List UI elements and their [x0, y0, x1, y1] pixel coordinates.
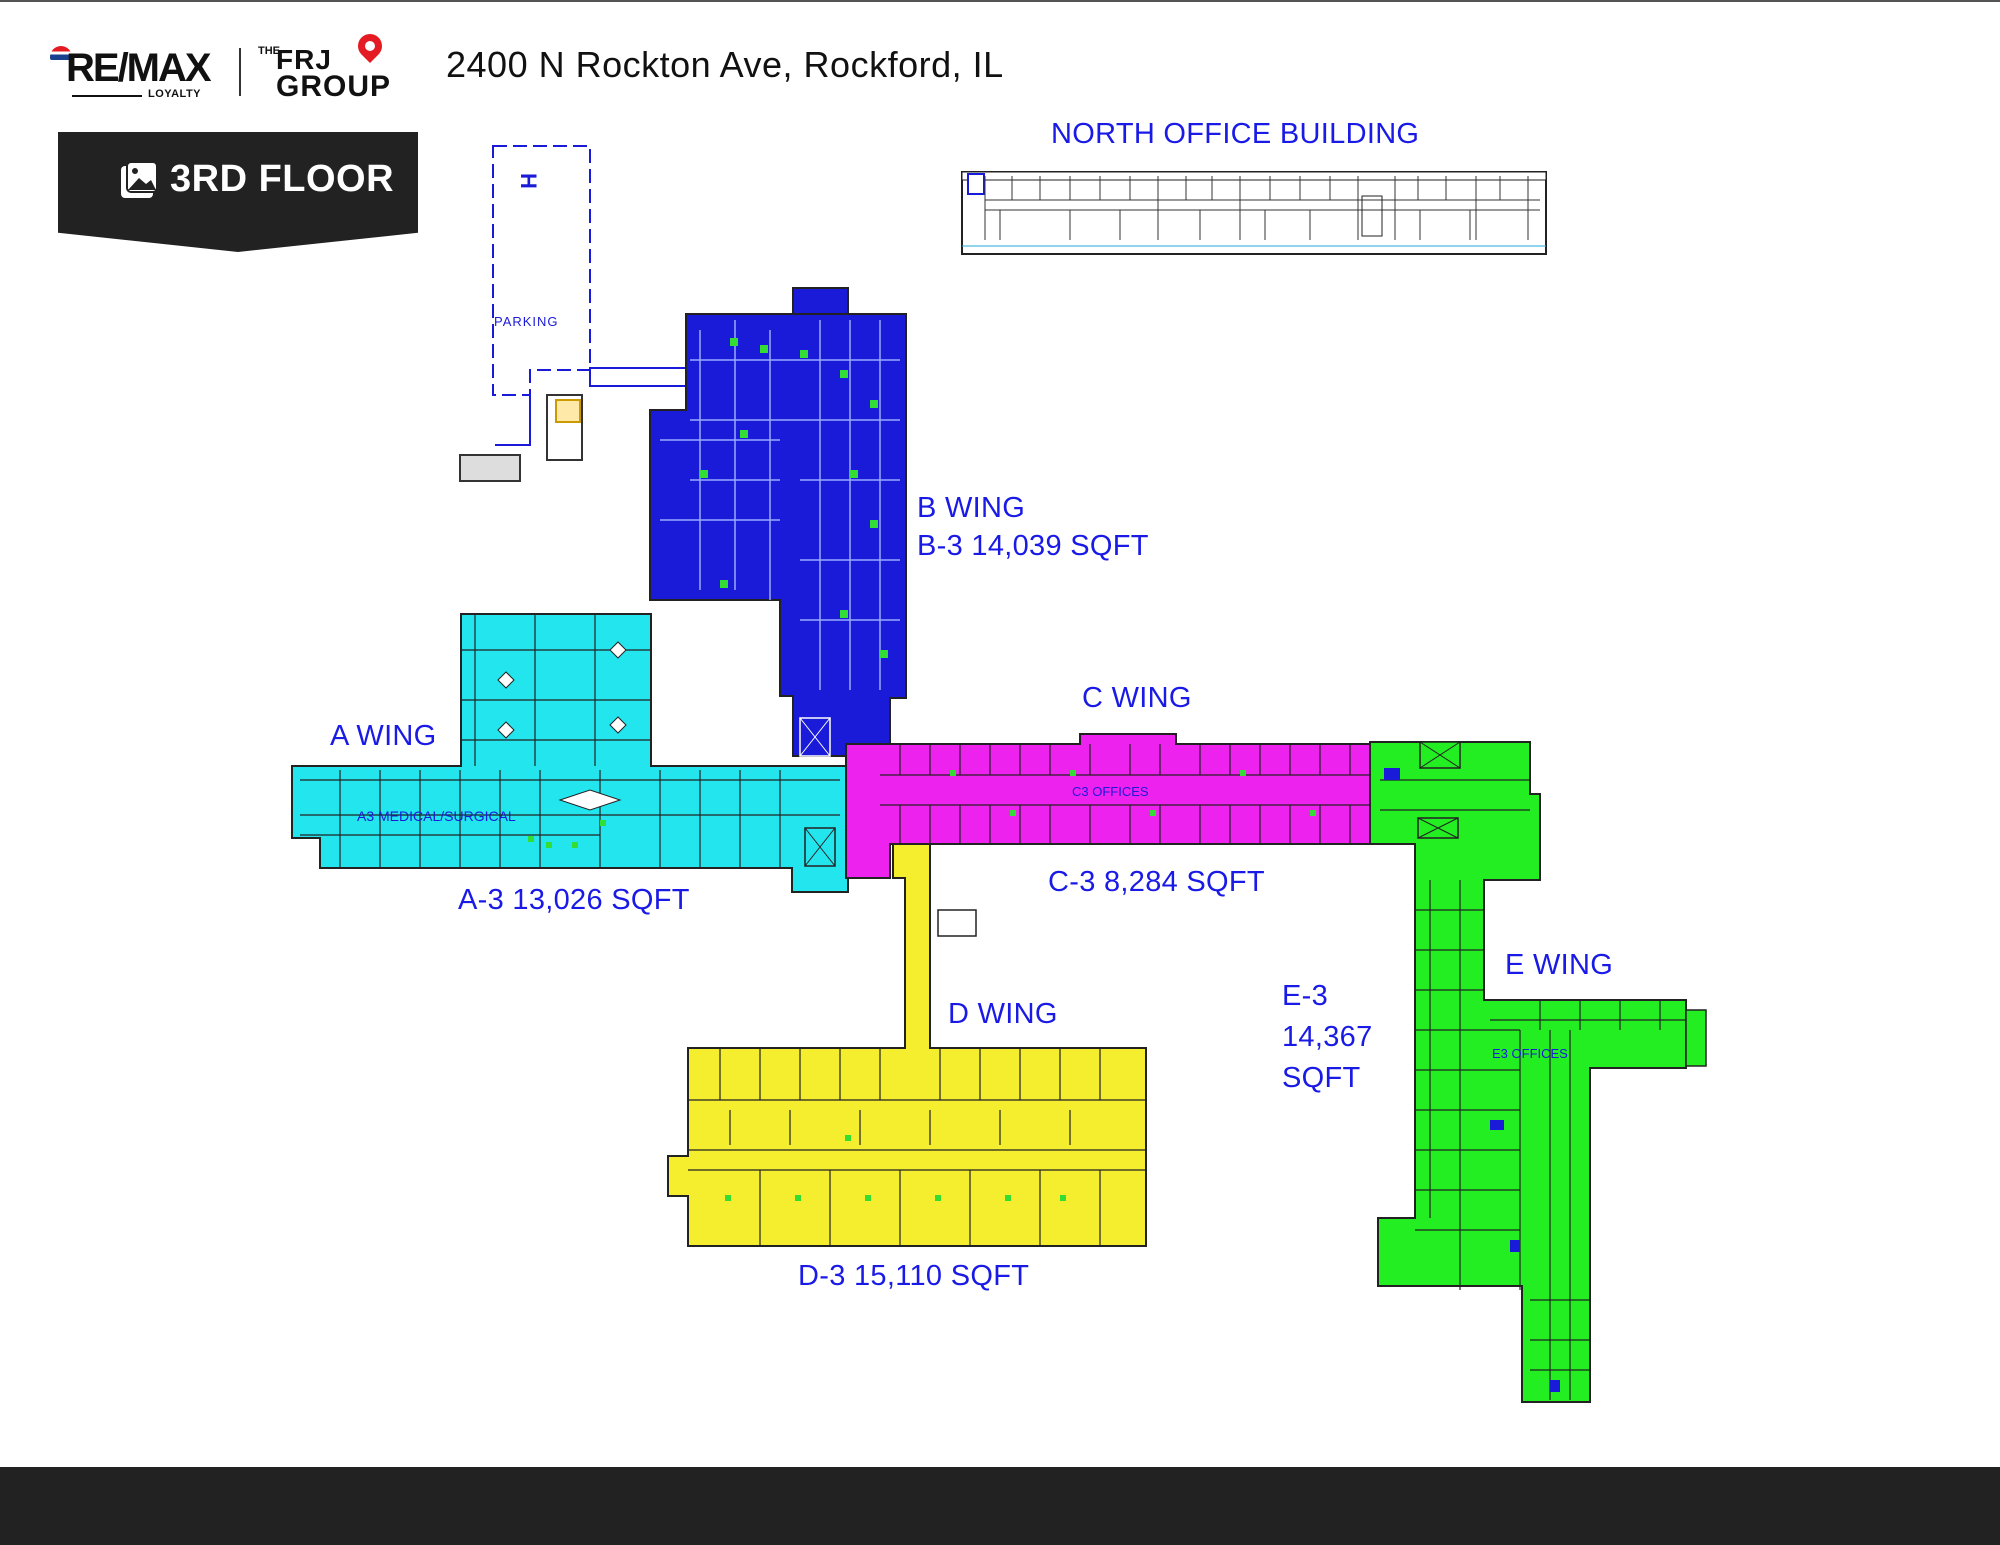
north-office-building-label: NORTH OFFICE BUILDING: [1051, 118, 1420, 150]
e-wing-room-label: E3 OFFICES: [1492, 1046, 1568, 1061]
e-wing-area-line3: SQFT: [1282, 1062, 1361, 1094]
e-wing-area-line2: 14,367: [1282, 1021, 1373, 1053]
d-wing-area: D-3 15,110 SQFT: [798, 1260, 1030, 1292]
parking-structure: [459, 145, 691, 482]
property-address: 2400 N Rockton Ave, Rockford, IL: [446, 44, 1004, 85]
b-wing-area: B-3 14,039 SQFT: [917, 530, 1149, 562]
a-wing-area: A-3 13,026 SQFT: [458, 884, 690, 916]
a-wing-room-label: A3 MEDICAL/SURGICAL: [357, 808, 516, 824]
c-wing-room-label: C3 OFFICES: [1072, 784, 1149, 799]
e-wing-area-line1: E-3: [1282, 980, 1329, 1012]
badge-background: [58, 132, 418, 252]
d-wing-label: D WING: [948, 998, 1058, 1030]
a-wing-plan: [291, 613, 849, 893]
b-wing-label: B WING: [917, 492, 1026, 524]
frj-group-logo: THE FRJ GROUP: [258, 29, 418, 104]
c-wing-area: C-3 8,284 SQFT: [1048, 866, 1265, 898]
floor-badge: 3RD FLOOR: [58, 132, 418, 252]
balloon-icon: [50, 46, 72, 60]
floor-label: 3RD FLOOR: [170, 158, 395, 200]
top-border: [0, 0, 2000, 2]
a-wing-label: A WING: [330, 720, 437, 752]
e-wing-label: E WING: [1505, 949, 1614, 981]
remax-subtitle: LOYALTY: [148, 88, 202, 100]
remax-logo: RE/MAX LOYALTY: [50, 46, 220, 102]
helipad-label: H: [515, 173, 541, 189]
footer-bar: [0, 1467, 2000, 1545]
d-wing-plan: [667, 843, 1147, 1247]
e-wing-plan: [1369, 741, 1707, 1403]
frj-group-word: GROUP: [276, 70, 392, 103]
c-wing-label: C WING: [1082, 682, 1192, 714]
frj-wordmark: FRJ: [276, 44, 332, 75]
north-office-building: [961, 171, 1547, 255]
image-icon: [121, 161, 158, 198]
parking-label: PARKING: [494, 314, 559, 329]
remax-rule: [72, 95, 142, 97]
remax-wordmark: RE/MAX: [66, 46, 212, 90]
b-wing-plan: [649, 287, 907, 757]
logo-divider: [239, 48, 241, 96]
